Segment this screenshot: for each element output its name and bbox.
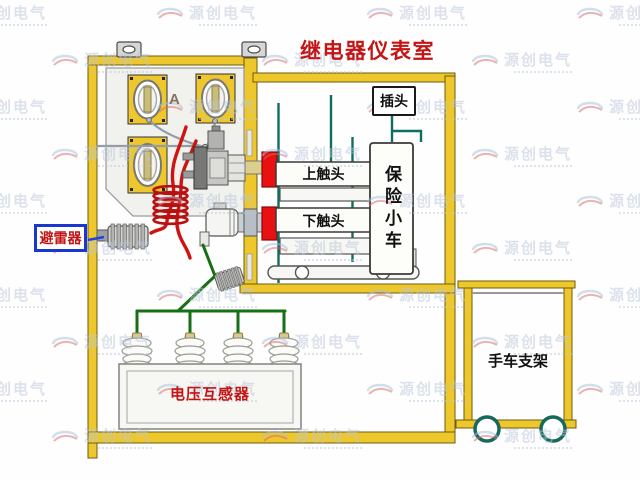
trolley-bracket-label: 手车支架 — [487, 353, 548, 370]
bushing-top-left — [127, 74, 168, 125]
insulator — [222, 332, 254, 372]
bracket-top-bar — [457, 280, 576, 289]
fuse-trolley-box — [369, 142, 414, 275]
plug-wire-branch — [392, 129, 423, 142]
green-junction-coil — [214, 266, 245, 292]
upper-contact-assembly — [182, 125, 278, 190]
bracket-wheel — [539, 415, 567, 443]
divider-floor — [239, 283, 456, 294]
green-wires — [135, 243, 287, 339]
plug-label-box: 插头 — [372, 86, 416, 116]
bracket-bottom-bar — [455, 419, 577, 429]
voltage-transformer-label: 电压互感器 — [169, 386, 250, 403]
lower-contact-label: 下触头 — [302, 213, 345, 229]
tab-hole — [247, 45, 261, 54]
mounting-tabs — [116, 41, 267, 58]
phase-marker-label: A — [169, 91, 180, 108]
bushing-top-right — [195, 73, 236, 124]
page-title: 继电器仪表室 — [300, 40, 435, 63]
tab-hole — [122, 45, 136, 54]
arrester-label-box: 避雷器 — [34, 224, 87, 252]
upper-contact-label: 上触头 — [302, 166, 345, 182]
lower-contact-arm — [275, 207, 372, 233]
arrester-device — [87, 223, 149, 250]
lower-contact-assembly — [199, 202, 278, 247]
fuse-trolley-label: 保险小车 — [382, 165, 401, 253]
vt-box — [118, 363, 302, 430]
wall-slots — [246, 129, 253, 281]
arrester-pointer-line — [87, 235, 105, 242]
